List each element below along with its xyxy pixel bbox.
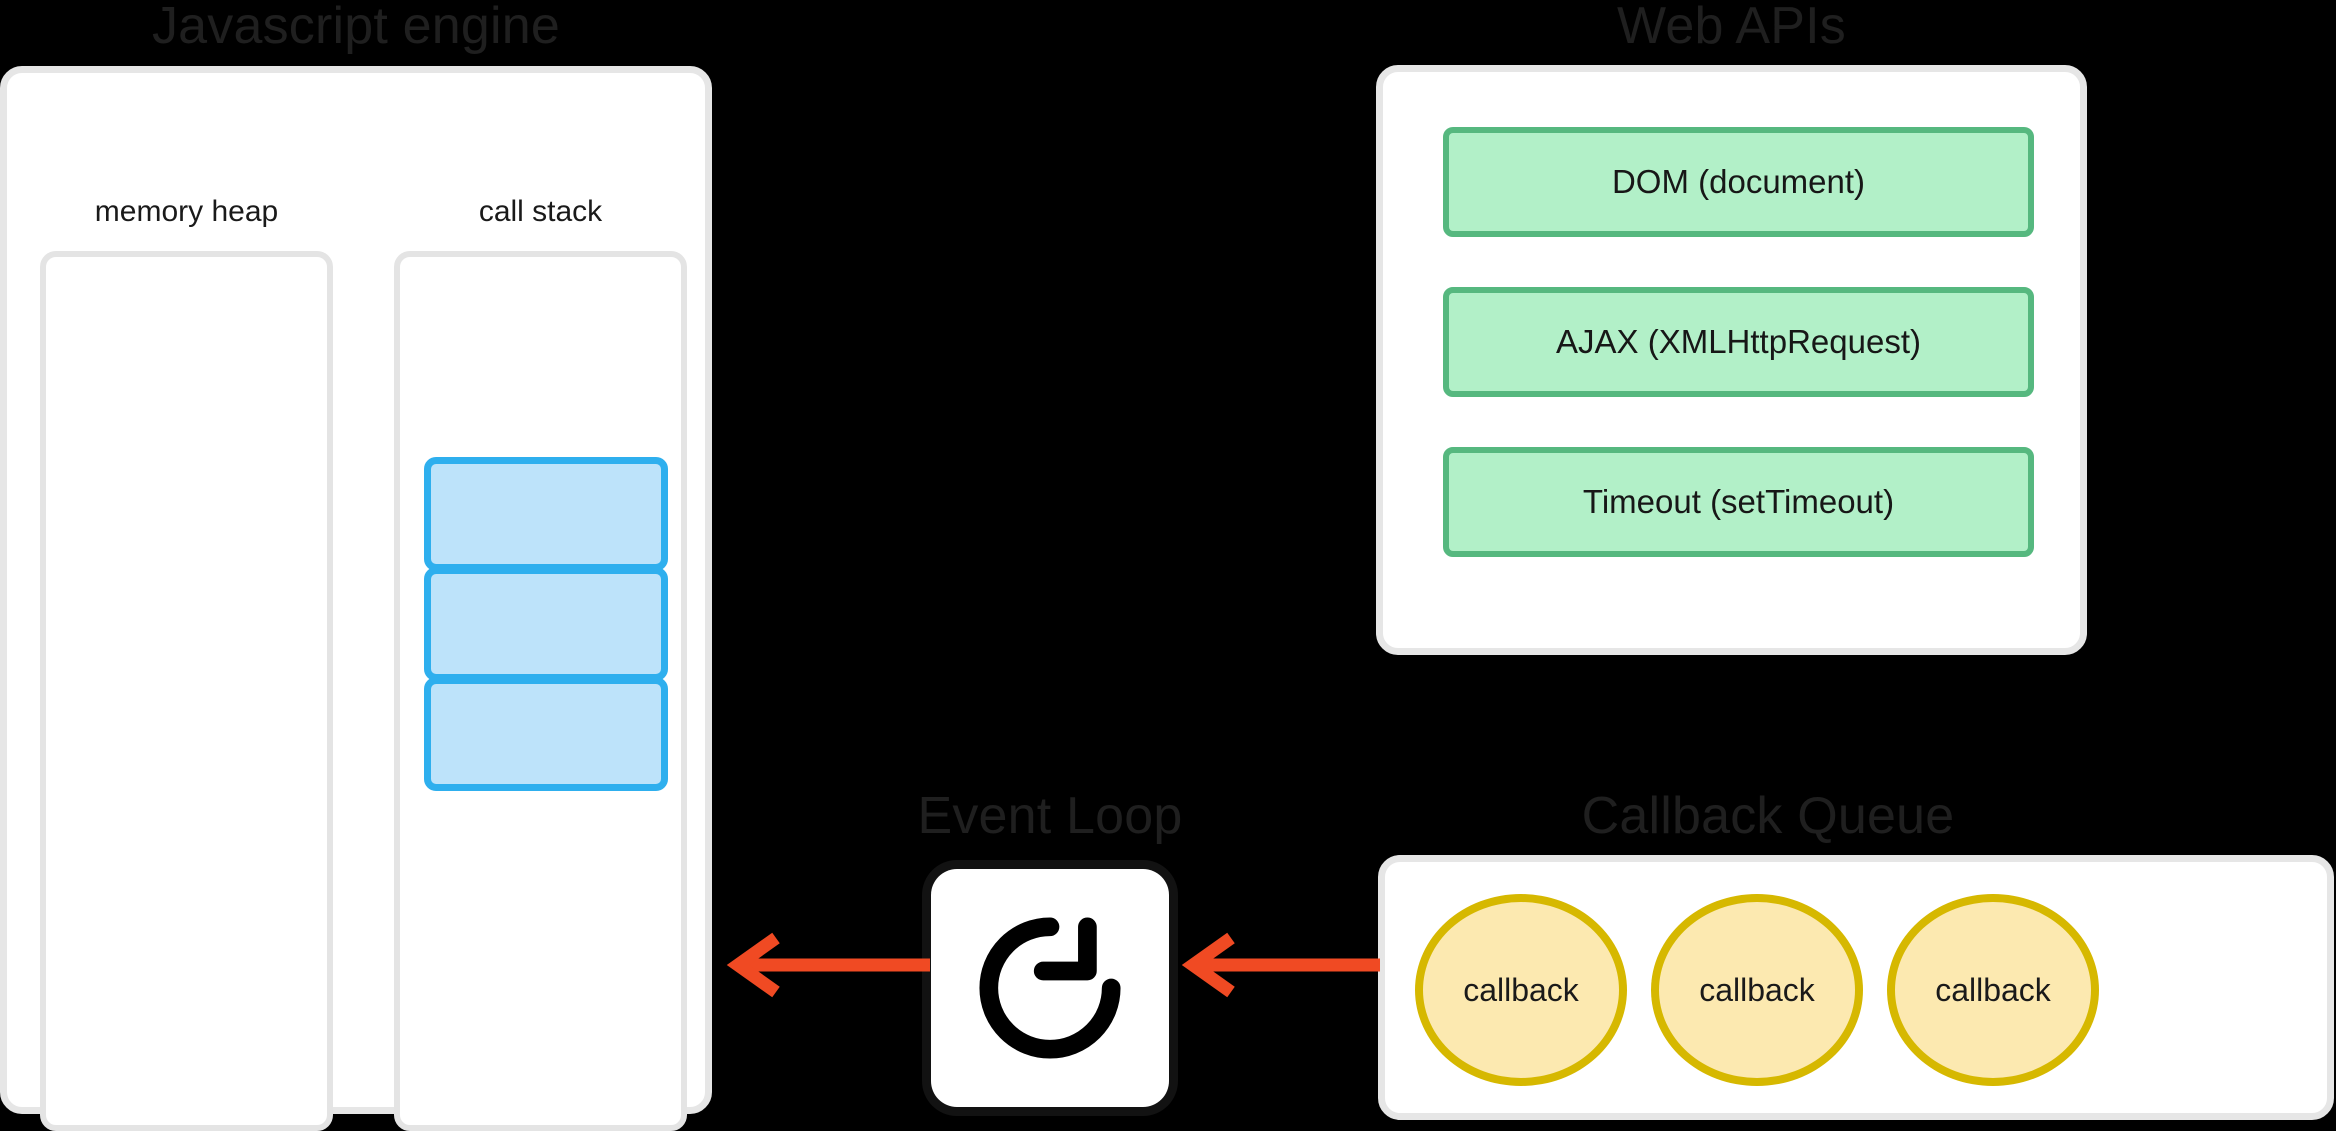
callback-queue-title: Callback Queue (1581, 787, 1955, 845)
js-engine-title: Javascript engine (151, 0, 561, 55)
callback-queue-panel: callback callback callback (1378, 855, 2334, 1120)
web-api-item-ajax[interactable]: AJAX (XMLHttpRequest) (1443, 287, 2034, 397)
callback-item[interactable]: callback (1887, 894, 2099, 1086)
call-stack-frame[interactable] (424, 457, 668, 571)
arrow-event-loop-to-call-stack (726, 932, 930, 998)
web-apis-panel: DOM (document) AJAX (XMLHttpRequest) Tim… (1376, 65, 2087, 655)
rotate-clockwise-icon (965, 903, 1135, 1073)
callback-item[interactable]: callback (1415, 894, 1627, 1086)
js-engine-panel: memory heap call stack (0, 66, 712, 1131)
event-loop-box[interactable] (931, 869, 1169, 1107)
web-api-item-dom[interactable]: DOM (document) (1443, 127, 2034, 237)
arrow-callback-queue-to-event-loop (1181, 932, 1380, 998)
web-api-item-timeout[interactable]: Timeout (setTimeout) (1443, 447, 2034, 557)
web-apis-title: Web APIs (1617, 0, 1846, 55)
call-stack-frame[interactable] (424, 677, 668, 791)
callback-item[interactable]: callback (1651, 894, 1863, 1086)
call-stack-frame[interactable] (424, 567, 668, 681)
memory-heap-label: memory heap (94, 195, 279, 228)
call-stack-label: call stack (478, 195, 603, 228)
memory-heap-box (40, 251, 333, 1131)
event-loop-title: Event Loop (917, 787, 1183, 845)
call-stack-box (394, 251, 687, 1131)
